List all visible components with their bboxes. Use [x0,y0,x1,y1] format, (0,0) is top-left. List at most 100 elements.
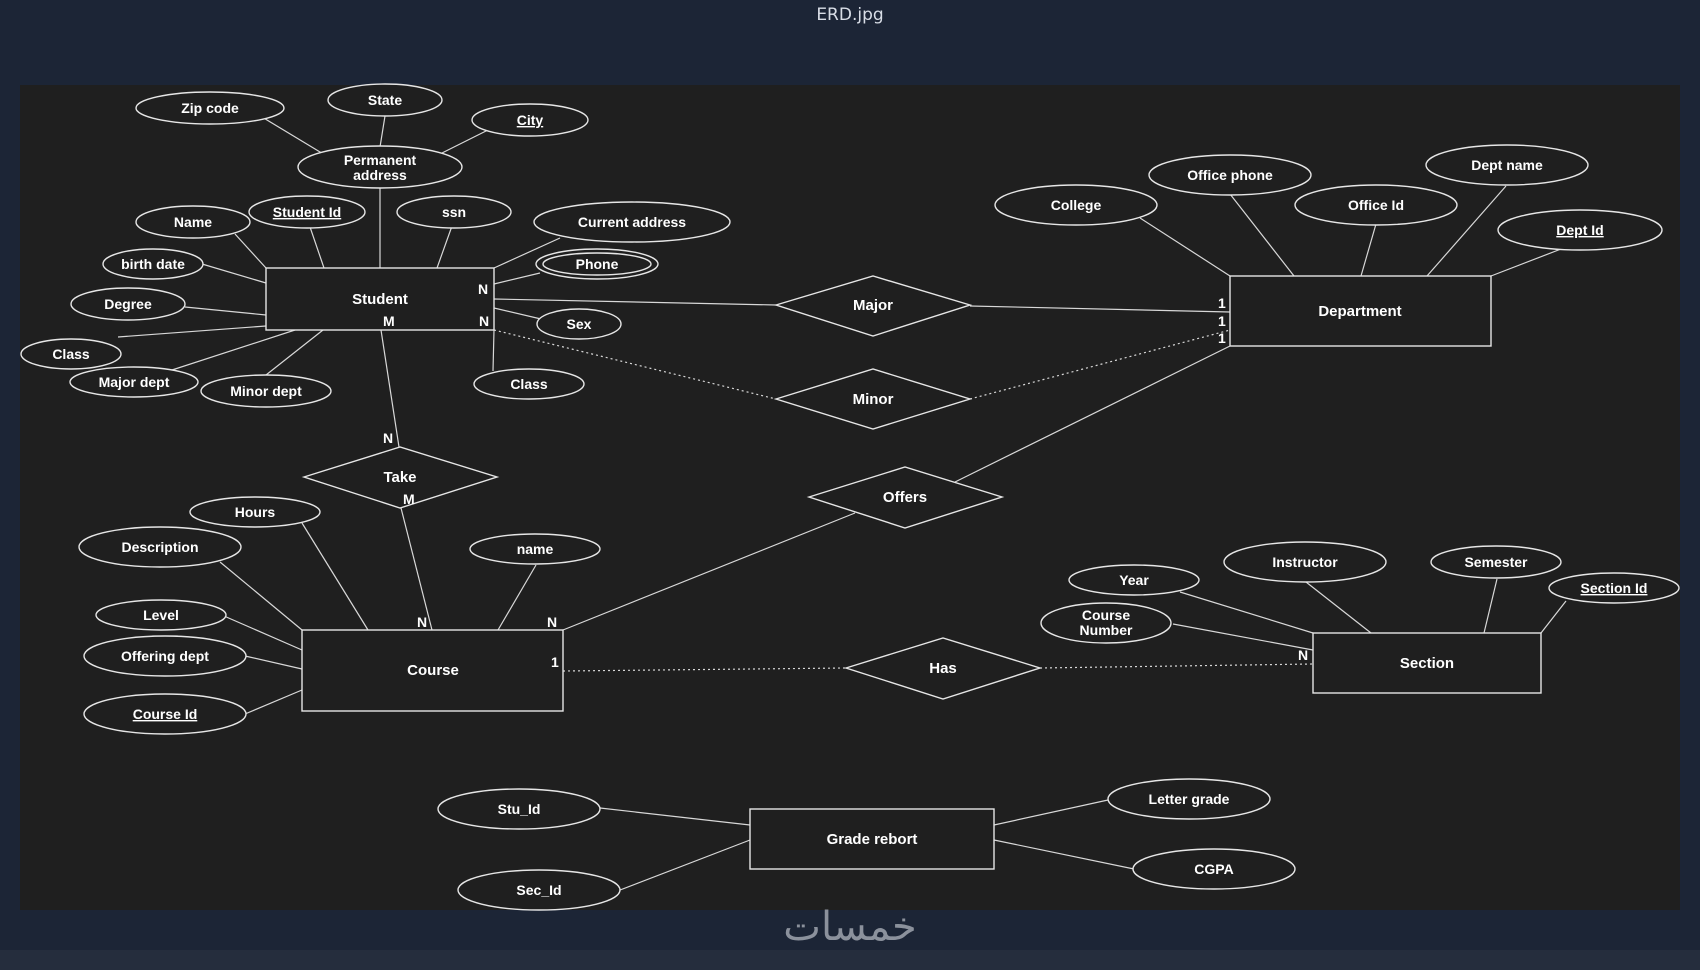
relationship-minor[interactable]: Minor [773,368,973,430]
attr-class-student-right[interactable]: Class [473,368,585,400]
line-letter-grade [993,799,1109,826]
entity-grade-report[interactable]: Grade rebort [749,808,995,870]
attr-instructor[interactable]: Instructor [1223,541,1387,583]
attr-zip-code-ellipse [135,91,285,125]
attr-phone[interactable]: Phone [535,248,659,280]
attr-description[interactable]: Description [78,526,242,568]
line-coursenumber-section [1172,623,1314,651]
attr-permanent-address[interactable]: Permanent address [297,145,463,189]
entity-department[interactable]: Department [1229,275,1492,347]
relationship-has-label: Has [929,660,957,677]
line-studentid-student [309,226,325,269]
entity-section-box [1312,632,1542,694]
attr-stu-id-ellipse [437,788,601,830]
attr-permanent-address-line2: address [353,167,407,183]
relationship-offers[interactable]: Offers [806,466,1005,529]
line-has-section [1039,663,1314,669]
attr-description-label: Description [121,539,198,555]
attr-letter-grade-label: Letter grade [1149,791,1230,807]
line-hours-course [301,522,369,631]
entity-course[interactable]: Course [301,629,564,712]
attr-class-student-left-ellipse [20,338,122,370]
attr-course-id[interactable]: Course Id [83,693,247,735]
attr-stu-id[interactable]: Stu_Id [437,788,601,830]
relationship-offers-label: Offers [883,489,927,506]
attr-class-student-left-label: Class [52,346,90,362]
attr-cgpa-label: CGPA [1194,861,1233,877]
attr-dept-id[interactable]: Dept Id [1497,209,1663,251]
attr-student-id-label: Student Id [273,204,341,220]
watermark-logo: خمسات [783,904,917,950]
attr-state-label: State [368,92,402,108]
attr-class-student-left[interactable]: Class [20,338,122,370]
attr-minor-dept[interactable]: Minor dept [200,374,332,408]
attr-office-phone[interactable]: Office phone [1148,154,1312,196]
line-college-department [1139,217,1231,277]
attr-offering-dept[interactable]: Offering dept [83,635,247,677]
line-sectionid-section [1540,600,1567,634]
entity-student-label: Student [352,291,408,308]
connectors [117,115,1567,891]
attr-college[interactable]: College [994,184,1158,226]
attr-level[interactable]: Level [95,599,227,631]
relationship-major-diamond [773,275,973,337]
attr-degree[interactable]: Degree [70,287,186,321]
attr-zip-code[interactable]: Zip code [135,91,285,125]
attr-city[interactable]: City [471,103,589,137]
entity-section[interactable]: Section [1312,632,1542,694]
attr-current-address-label: Current address [578,214,686,230]
attr-state[interactable]: State [327,83,443,117]
attr-sec-id[interactable]: Sec_Id [457,869,621,911]
attr-permanent-address-line1: Permanent [344,152,417,168]
line-class2-student [492,329,495,372]
line-degree-student [184,306,267,316]
line-offeringdept-course [244,655,303,670]
attr-major-dept[interactable]: Major dept [69,366,199,398]
attr-current-address[interactable]: Current address [533,201,731,243]
attr-course-name[interactable]: name [469,533,601,565]
attr-hours[interactable]: Hours [189,496,321,528]
attr-sex[interactable]: Sex [536,308,622,340]
attr-sec-id-label: Sec_Id [516,882,561,898]
cardinality-labels: N N M N M 1 1 1 N N 1 N [383,281,1308,670]
attr-section-id[interactable]: Section Id [1548,572,1680,604]
attr-cgpa[interactable]: CGPA [1132,848,1296,890]
attr-sex-ellipse [536,308,622,340]
attr-ssn-label: ssn [442,204,466,220]
line-secid-grade [619,839,751,891]
attr-student-id[interactable]: Student Id [248,195,366,229]
attr-year[interactable]: Year [1068,564,1200,596]
entity-student[interactable]: Student [265,267,495,331]
attr-semester-ellipse [1430,545,1562,579]
relationship-offers-diamond [806,466,1005,529]
line-state-permanent [379,115,386,148]
attr-course-number[interactable]: Course Number [1040,602,1172,644]
attr-birth-date[interactable]: birth date [102,248,204,280]
attr-name[interactable]: Name [135,205,251,239]
cardinality-course-take: N [417,614,427,630]
attr-office-id[interactable]: Office Id [1294,184,1458,226]
attr-ssn[interactable]: ssn [396,195,512,229]
attr-semester[interactable]: Semester [1430,545,1562,579]
cardinality-student-minor: N [479,313,489,329]
attr-offering-dept-label: Offering dept [121,648,209,664]
cardinality-student-take: M [383,313,395,329]
line-birth-student [201,263,267,284]
attr-dept-name-ellipse [1425,144,1589,186]
line-courseid-course [244,689,303,715]
attr-office-phone-label: Office phone [1187,167,1273,183]
attr-instructor-label: Instructor [1272,554,1338,570]
relationship-take[interactable]: Take [301,446,500,509]
line-officephone-department [1229,193,1295,277]
attr-college-ellipse [994,184,1158,226]
attr-dept-name[interactable]: Dept name [1425,144,1589,186]
entity-course-box [301,629,564,712]
attr-course-number-line2: Number [1080,622,1133,638]
entity-grade-report-label: Grade rebort [827,831,918,848]
relationship-major[interactable]: Major [773,275,973,337]
relationship-has[interactable]: Has [843,637,1043,700]
attr-zip-code-label: Zip code [181,100,239,116]
attr-city-label: City [517,112,544,128]
cardinality-take-course: M [403,491,415,507]
attr-letter-grade[interactable]: Letter grade [1107,778,1271,820]
